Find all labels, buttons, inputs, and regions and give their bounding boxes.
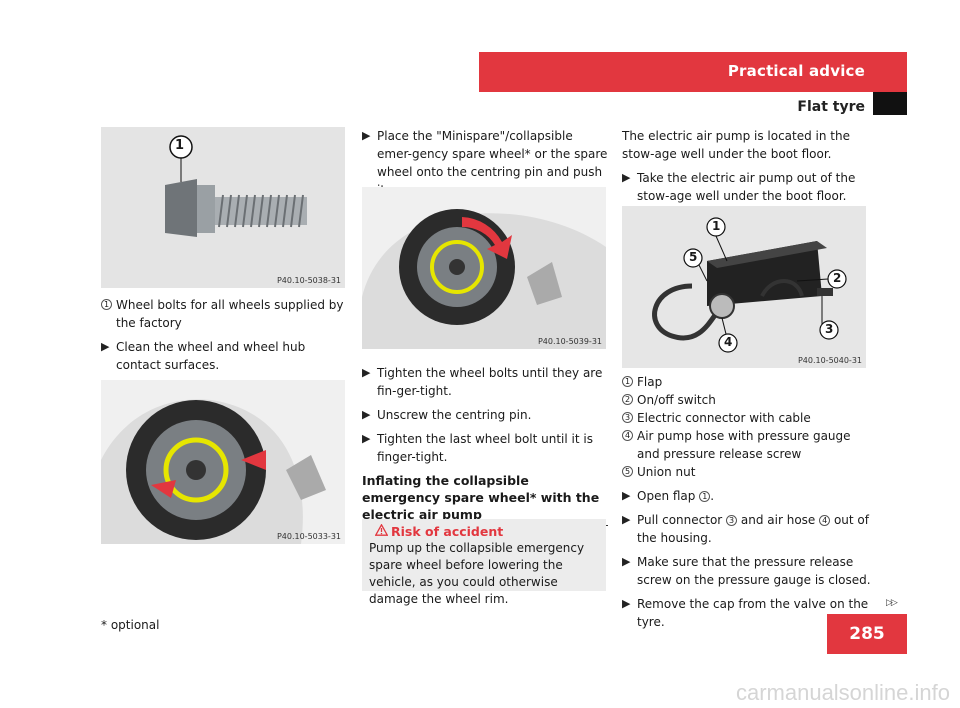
step-arrow-icon: ▶ <box>622 171 631 184</box>
wheel-mount-image: P40.10-5039-31 <box>362 187 606 349</box>
step-text: Take the electric air pump out of the st… <box>637 171 856 203</box>
step-text: Tighten the wheel bolts until they are f… <box>377 366 603 398</box>
step-text: Open flap <box>637 489 696 503</box>
image-code: P40.10-5040-31 <box>797 356 862 365</box>
image-code: P40.10-5038-31 <box>276 276 341 285</box>
warning-title: Risk of accident <box>391 524 504 539</box>
step-text: Tighten the last wheel bolt until it is … <box>377 432 593 464</box>
subsection-title: Flat tyre <box>797 99 865 115</box>
step-text: Remove the cap from the valve on the tyr… <box>637 597 869 629</box>
column-2-middle: ▶ Tighten the wheel bolts until they are… <box>362 364 608 526</box>
step-arrow-icon: ▶ <box>622 489 631 502</box>
image-code: P40.10-5033-31 <box>276 532 341 541</box>
inline-number: 1 <box>699 491 711 502</box>
warning-title-row: Risk of accident <box>369 523 599 540</box>
step-arrow-icon: ▶ <box>362 408 371 421</box>
instruction-step: ▶ Tighten the last wheel bolt until it i… <box>362 430 608 466</box>
step-text: Unscrew the centring pin. <box>377 408 532 422</box>
bolt-illustration <box>101 127 345 288</box>
column-1: 1 Wheel bolts for all wheels supplied by… <box>101 296 349 380</box>
legend-number: 4 <box>622 430 633 441</box>
inline-number: 4 <box>819 515 831 526</box>
section-header: Practical advice <box>479 52 907 92</box>
watermark: carmanualsonline.info <box>735 680 950 705</box>
legend-text: Wheel bolts for all wheels supplied by t… <box>116 298 344 330</box>
pump-callout-4: 4 <box>724 335 733 349</box>
image-code: P40.10-5039-31 <box>537 337 602 346</box>
legend-text: Union nut <box>637 465 696 479</box>
bolt-callout-label: 1 <box>175 138 185 153</box>
inline-number: 3 <box>726 515 738 526</box>
step-text: Pull connector <box>637 513 723 527</box>
air-pump-image: 1 2 3 4 5 P40.10-5040-31 <box>622 206 866 368</box>
header-tab-marker <box>873 92 907 115</box>
warning-box: Risk of accident Pump up the collapsible… <box>362 519 606 606</box>
legend-item: 2 On/off switch <box>622 391 872 409</box>
legend-text: On/off switch <box>637 393 716 407</box>
continued-icon: ▷▷ <box>886 598 898 608</box>
instruction-step: ▶ Take the electric air pump out of the … <box>622 169 872 205</box>
column-3-bottom: 1 Flap 2 On/off switch 3 Electric connec… <box>622 373 872 637</box>
legend-item: 3 Electric connector with cable <box>622 409 872 427</box>
wheel-mount-illustration <box>362 187 606 349</box>
instruction-step: ▶ Tighten the wheel bolts until they are… <box>362 364 608 400</box>
legend-text: Air pump hose with pressure gauge and pr… <box>637 429 851 461</box>
legend-text: Electric connector with cable <box>637 411 811 425</box>
legend-number: 2 <box>622 394 633 405</box>
legend-number: 5 <box>622 466 633 477</box>
pump-callout-3: 3 <box>825 322 834 336</box>
bolt-image: 1 P40.10-5038-31 <box>101 127 345 288</box>
step-text-mid: and air hose <box>740 513 816 527</box>
step-arrow-icon: ▶ <box>622 597 631 610</box>
step-arrow-icon: ▶ <box>362 432 371 445</box>
wheel-clean-image: P40.10-5033-31 <box>101 380 345 544</box>
page-number: 285 <box>827 614 907 654</box>
instruction-step: ▶ Make sure that the pressure release sc… <box>622 553 872 589</box>
legend-number: 3 <box>622 412 633 423</box>
pump-callout-1: 1 <box>712 219 721 233</box>
step-arrow-icon: ▶ <box>622 513 631 526</box>
pump-callout-5: 5 <box>689 250 698 264</box>
air-pump-illustration <box>622 206 866 368</box>
legend-item: 4 Air pump hose with pressure gauge and … <box>622 427 872 463</box>
warning-body: Pump up the collapsible emergency spare … <box>369 541 585 606</box>
legend-item: 1 Wheel bolts for all wheels supplied by… <box>101 296 349 332</box>
intro-text: The electric air pump is located in the … <box>622 129 850 161</box>
instruction-step: ▶ Clean the wheel and wheel hub contact … <box>101 338 349 374</box>
warning-triangle-icon <box>375 524 388 536</box>
legend-text: Flap <box>637 375 663 389</box>
legend-number: 1 <box>101 299 112 310</box>
section-title: Practical advice <box>727 62 865 80</box>
column-3-top: The electric air pump is located in the … <box>622 127 872 211</box>
footnote: * optional <box>101 618 160 632</box>
pump-callout-2: 2 <box>833 271 842 285</box>
legend-item: 5 Union nut <box>622 463 872 481</box>
step-text-suffix: out of the housing. <box>637 513 870 545</box>
instruction-step: ▶ Pull connector 3 and air hose 4 out of… <box>622 511 872 547</box>
step-text: Make sure that the pressure release scre… <box>637 555 871 587</box>
instruction-step: ▶ Open flap 1. <box>622 487 872 505</box>
step-arrow-icon: ▶ <box>362 129 371 142</box>
step-text: Clean the wheel and wheel hub contact su… <box>116 340 306 372</box>
legend-item: 1 Flap <box>622 373 872 391</box>
step-arrow-icon: ▶ <box>362 366 371 379</box>
step-arrow-icon: ▶ <box>101 340 110 353</box>
instruction-step: ▶ Unscrew the centring pin. <box>362 406 608 424</box>
instruction-step: ▶ Remove the cap from the valve on the t… <box>622 595 872 631</box>
step-arrow-icon: ▶ <box>622 555 631 568</box>
step-text-suffix: . <box>710 489 715 503</box>
section-subheading: Inflating the collapsible emergency spar… <box>362 472 608 526</box>
legend-number: 1 <box>622 376 633 387</box>
wheel-clean-illustration <box>101 380 345 544</box>
